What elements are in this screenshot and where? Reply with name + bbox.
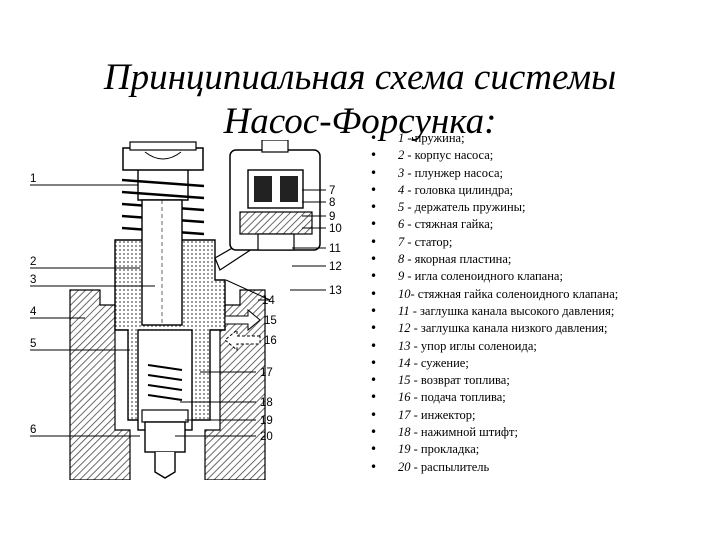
legend-item: 3 - плунжер насоса; xyxy=(370,165,618,183)
legend-item: 2 - корпус насоса; xyxy=(370,147,618,165)
label-10: 10 xyxy=(329,223,342,235)
label-8: 8 xyxy=(329,197,335,209)
label-12: 12 xyxy=(329,261,342,273)
label-20: 20 xyxy=(260,431,273,443)
legend-item: 8 - якорная пластина; xyxy=(370,251,618,269)
injector xyxy=(137,329,193,479)
label-4: 4 xyxy=(30,306,37,318)
label-19: 19 xyxy=(260,415,273,427)
page-title-line-1: Принципиальная схема системы xyxy=(103,57,617,98)
legend-item: 15 - возврат топлива; xyxy=(370,372,618,390)
legend-item: 11 - заглушка канала высокого давления; xyxy=(370,303,618,321)
label-14: 14 xyxy=(262,295,275,307)
label-11: 11 xyxy=(329,243,341,255)
legend-item: 13 - упор иглы соленоида; xyxy=(370,338,618,356)
legend-item: 4 - головка цилиндра; xyxy=(370,182,618,200)
legend-item: 10- стяжная гайка соленоидного клапана; xyxy=(370,286,618,304)
legend-item: 6 - стяжная гайка; xyxy=(370,216,618,234)
legend-item: 9 - игла соленоидного клапана; xyxy=(370,268,618,286)
tappet-cap xyxy=(122,141,204,201)
label-6: 6 xyxy=(30,424,36,436)
label-16: 16 xyxy=(264,335,277,347)
labels-right xyxy=(175,189,326,437)
label-1: 1 xyxy=(30,173,36,185)
label-9: 9 xyxy=(329,211,335,223)
label-18: 18 xyxy=(260,397,273,409)
legend-item: 5 - держатель пружины; xyxy=(370,199,618,217)
legend-item: 20 - распылитель xyxy=(370,459,618,477)
label-15: 15 xyxy=(264,315,277,327)
label-2: 2 xyxy=(30,256,36,268)
legend-item: 7 - статор; xyxy=(370,234,618,252)
legend-item: 19 - прокладка; xyxy=(370,441,618,459)
solenoid-valve xyxy=(229,140,321,251)
fuel-arrows xyxy=(224,308,261,352)
legend-item: 17 - инжектор; xyxy=(370,407,618,425)
pump-injector-diagram: 1 2 3 4 5 6 7 8 9 10 11 12 13 14 15 16 xyxy=(30,140,342,480)
label-17: 17 xyxy=(260,367,273,379)
legend-item: 1 - пружина; xyxy=(370,130,618,148)
label-3: 3 xyxy=(30,274,36,286)
legend-item: 12 - заглушка канала низкого давления; xyxy=(370,320,618,338)
legend-item: 14 - сужение; xyxy=(370,355,618,373)
parts-legend: 1 - пружина; 2 - корпус насоса; 3 - плун… xyxy=(370,130,618,476)
labels-left xyxy=(30,184,155,437)
legend-item: 16 - подача топлива; xyxy=(370,389,618,407)
label-5: 5 xyxy=(30,338,36,350)
label-13: 13 xyxy=(329,285,342,297)
legend-item: 18 - нажимной штифт; xyxy=(370,424,618,442)
label-7: 7 xyxy=(329,185,335,197)
